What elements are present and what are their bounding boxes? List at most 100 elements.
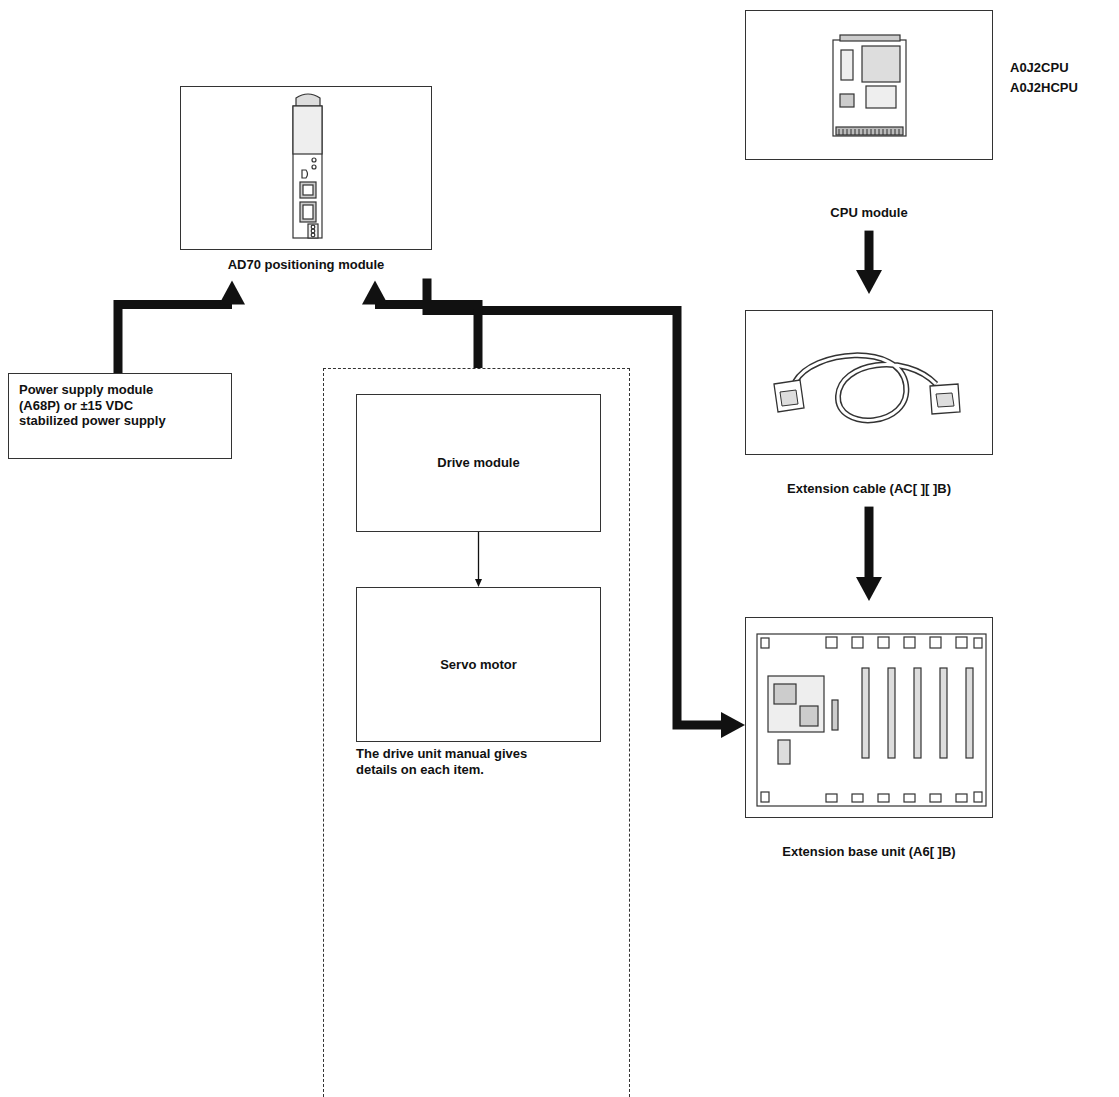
signal-arrow — [475, 532, 482, 587]
connector-line — [118, 305, 232, 373]
illustration-part — [974, 792, 982, 802]
illustration-part — [840, 35, 900, 41]
caption: CPU module — [745, 205, 993, 221]
illustration-part — [879, 129, 880, 135]
illustration-part — [795, 355, 936, 420]
cable-box: Extension cable (AC[ ][ ]B) — [745, 310, 993, 503]
illustration-part — [311, 225, 315, 229]
illustration-part — [778, 740, 790, 764]
caption: AD70 positioning module — [180, 257, 432, 273]
illustration-part — [826, 637, 837, 648]
connector-line — [865, 231, 874, 270]
arrowhead — [856, 577, 882, 601]
drive-unit-group: The drive unit manual gives details on e… — [323, 368, 630, 1097]
process-box: Drive module — [356, 394, 601, 532]
illustration-part — [826, 637, 973, 802]
arrowhead — [856, 270, 882, 294]
illustration-part — [851, 129, 852, 135]
module-box: AD70 positioning module — [180, 86, 432, 279]
illustration-part — [768, 676, 824, 732]
illustration-part — [871, 129, 872, 135]
arrowhead — [475, 579, 482, 587]
caption: Extension cable (AC[ ][ ]B) — [745, 481, 993, 497]
flow-arrow — [856, 231, 882, 294]
module-frame — [745, 10, 993, 160]
illustration-part — [833, 40, 906, 136]
illustration-part — [875, 129, 876, 135]
illustration-part — [956, 794, 967, 802]
illustration-part — [847, 129, 848, 135]
connector-line — [478, 532, 479, 579]
module-frame — [180, 86, 432, 250]
illustration-part — [863, 129, 864, 135]
illustration-part — [940, 668, 947, 758]
connector-line — [865, 507, 874, 577]
box-label: Power supply module (A68P) or ±15 VDC st… — [19, 382, 169, 429]
illustration-part — [895, 129, 896, 135]
illustration-part — [293, 106, 322, 154]
illustration-part — [757, 634, 986, 806]
illustration-part — [302, 170, 308, 178]
arrowhead — [219, 281, 245, 305]
illustration-part — [311, 233, 315, 237]
illustration-part — [887, 129, 888, 135]
flow-arrow — [362, 281, 478, 368]
illustration-part — [303, 205, 313, 219]
illustration-part — [859, 129, 860, 135]
illustration-part — [904, 794, 915, 802]
illustration-part — [974, 638, 982, 648]
illustration-part — [839, 129, 840, 135]
illustration-part — [300, 182, 316, 198]
base-unit-box: Extension base unit (A6[ ]B) — [745, 617, 993, 866]
arrowhead — [362, 281, 388, 305]
illustration-part — [300, 202, 316, 222]
illustration-part — [839, 129, 899, 135]
illustration-part — [303, 185, 313, 195]
connector-line — [375, 305, 478, 368]
illustration-part — [930, 794, 941, 802]
illustration-part — [312, 158, 316, 162]
illustration-part — [308, 224, 318, 238]
box-label: Servo motor — [440, 657, 517, 673]
caption: Extension base unit (A6[ ]B) — [745, 844, 993, 860]
illustration-part — [774, 380, 804, 412]
illustration-part — [795, 355, 936, 420]
illustration-part — [930, 384, 960, 414]
illustration-part — [761, 792, 769, 802]
connector-line — [427, 279, 721, 725]
illustration-part — [867, 129, 868, 135]
illustration-part — [843, 129, 844, 135]
module-frame — [745, 617, 993, 818]
model-name: A0J2CPU — [1010, 60, 1069, 75]
illustration-part — [891, 129, 892, 135]
illustration-part — [930, 637, 941, 648]
illustration-part — [956, 637, 967, 648]
illustration-part — [311, 229, 315, 233]
illustration-part — [878, 637, 889, 648]
illustration-part — [862, 668, 869, 758]
box-label: Drive module — [437, 455, 519, 471]
note-text: The drive unit manual gives details on e… — [356, 746, 546, 779]
illustration-part — [761, 638, 769, 648]
illustration-part — [826, 794, 837, 802]
cpu-module-illustration — [833, 35, 906, 136]
flow-arrow — [856, 507, 882, 601]
flow-arrow — [118, 281, 245, 373]
illustration-part — [832, 700, 838, 730]
illustration-part — [840, 94, 854, 107]
illustration-part — [866, 86, 896, 108]
illustration-part — [862, 46, 900, 82]
extension-cable-illustration — [774, 355, 960, 420]
module-box: CPU module — [745, 10, 993, 227]
illustration-part — [836, 127, 903, 135]
illustration-part — [774, 684, 796, 704]
illustration-part — [883, 129, 884, 135]
illustration-part — [878, 794, 889, 802]
module-frame — [745, 310, 993, 455]
extension-base-illustration — [757, 634, 986, 806]
model-name: A0J2HCPU — [1010, 80, 1078, 95]
illustration-part — [855, 129, 856, 135]
